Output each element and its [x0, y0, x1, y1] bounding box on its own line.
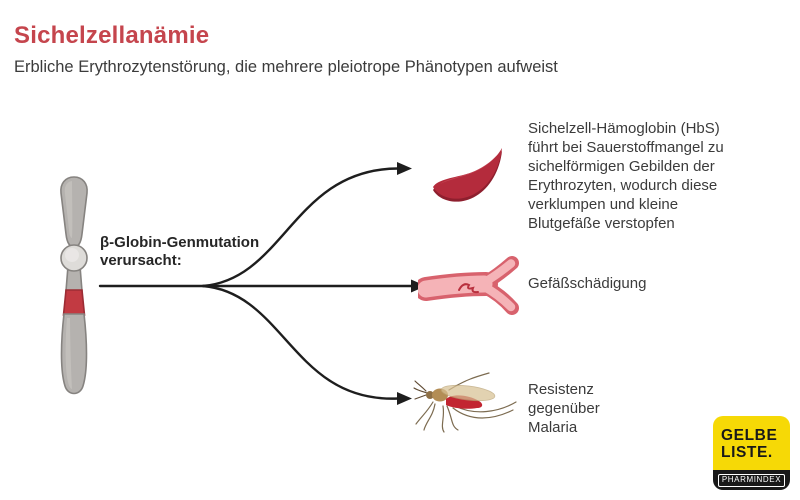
page-subtitle: Erbliche Erythrozytenstörung, die mehrer…	[14, 58, 558, 76]
logo-yellow-box: GELBE LISTE.	[713, 416, 790, 470]
outcome-label-malaria-resistance: Resistenz gegenüber Malaria	[528, 381, 600, 436]
sickle-cell-icon	[433, 148, 502, 202]
logo-black-band: PHARMINDEX	[713, 470, 790, 490]
logo-word-pharmindex: PHARMINDEX	[717, 473, 786, 487]
blood-vessel-icon	[418, 256, 519, 315]
chromosome-icon	[60, 176, 88, 395]
outcome-label-vessel-damage: Gefäßschädigung	[528, 275, 647, 292]
gelbe-liste-logo: GELBE LISTE. PHARMINDEX	[713, 416, 790, 490]
logo-word-liste: LISTE.	[721, 444, 773, 461]
mosquito-icon	[413, 372, 517, 433]
outcome-label-sickle-hemoglobin: Sichelzell-Hämoglobin (HbS) führt bei Sa…	[528, 120, 724, 232]
cause-label-line2: verursacht:	[100, 252, 182, 269]
page-title: Sichelzellanämie	[14, 22, 210, 49]
cause-label: β-Globin-Genmutation verursacht:	[100, 234, 259, 270]
cause-label-line1: β-Globin-Genmutation	[100, 234, 260, 251]
branch-arrows	[98, 162, 426, 405]
logo-word-gelbe: GELBE	[721, 427, 778, 444]
